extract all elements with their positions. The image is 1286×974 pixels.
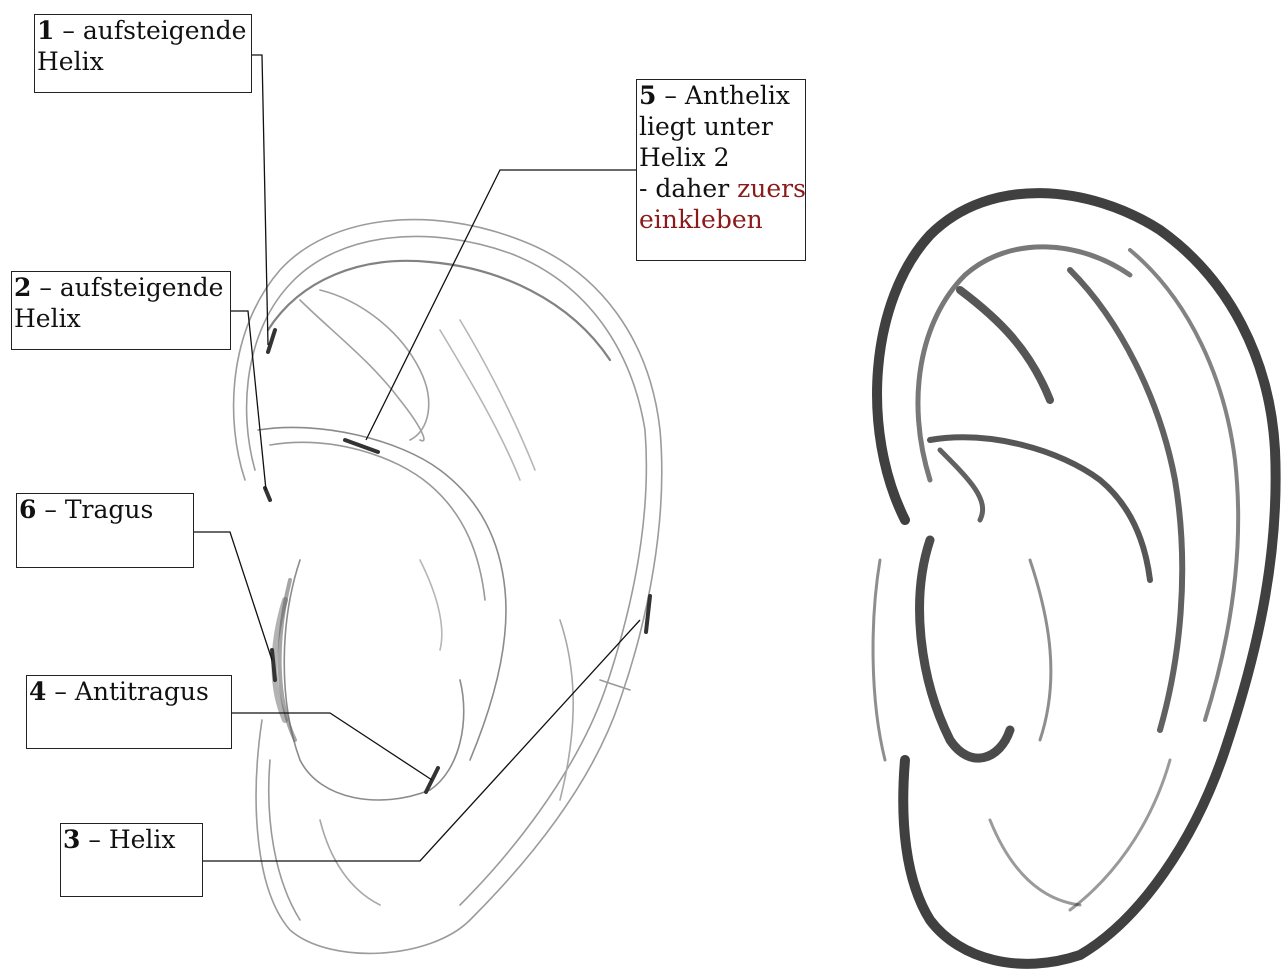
label-3-number: 3 — [63, 825, 80, 854]
label-2-text-line1: aufsteigende — [60, 273, 224, 302]
label-5-emphasis-zuerst: zuerst — [737, 174, 806, 203]
marker-1 — [268, 330, 275, 352]
leader-3 — [203, 620, 640, 861]
label-3-separator: – — [80, 825, 108, 854]
label-1-text-line2: Helix — [37, 47, 104, 76]
label-6-tragus: 6 – Tragus — [16, 493, 194, 568]
label-5-separator: – — [656, 81, 684, 110]
label-4-antitragus: 4 – Antitragus — [26, 675, 232, 749]
label-1-aufsteigende-helix: 1 – aufsteigende Helix — [34, 14, 252, 93]
label-6-separator: – — [36, 495, 64, 524]
label-3-text: Helix — [109, 825, 176, 854]
label-2-aufsteigende-helix: 2 – aufsteigende Helix — [11, 271, 231, 350]
label-2-separator: – — [31, 273, 59, 302]
label-5-anthelix: 5 – Anthelix liegt unter Helix 2 - daher… — [636, 79, 806, 261]
label-1-text-line1: aufsteigende — [83, 16, 247, 45]
label-3-helix: 3 – Helix — [60, 823, 203, 897]
label-6-number: 6 — [19, 495, 36, 524]
label-1-separator: – — [54, 16, 82, 45]
marker-3 — [646, 596, 650, 632]
label-5-text-line1: Anthelix — [685, 81, 790, 110]
label-5-text-line2: liegt unter — [639, 112, 773, 141]
leader-6 — [194, 532, 272, 660]
leader-lines — [194, 55, 640, 861]
label-5-text-line4: - daher — [639, 174, 737, 203]
label-4-text: Antitragus — [75, 677, 209, 706]
label-4-separator: – — [46, 677, 74, 706]
label-2-number: 2 — [14, 273, 31, 302]
label-2-text-line2: Helix — [14, 304, 81, 333]
label-5-text-line3: Helix 2 — [639, 143, 730, 172]
shaded-ear-illustration — [873, 193, 1276, 964]
leader-2 — [231, 311, 266, 490]
label-5-number: 5 — [639, 81, 656, 110]
label-5-emphasis-einkleben: einkleben — [639, 205, 763, 234]
label-4-number: 4 — [29, 677, 46, 706]
label-6-text: Tragus — [65, 495, 153, 524]
leader-5 — [366, 170, 636, 440]
leader-1 — [252, 55, 268, 345]
label-1-number: 1 — [37, 16, 54, 45]
